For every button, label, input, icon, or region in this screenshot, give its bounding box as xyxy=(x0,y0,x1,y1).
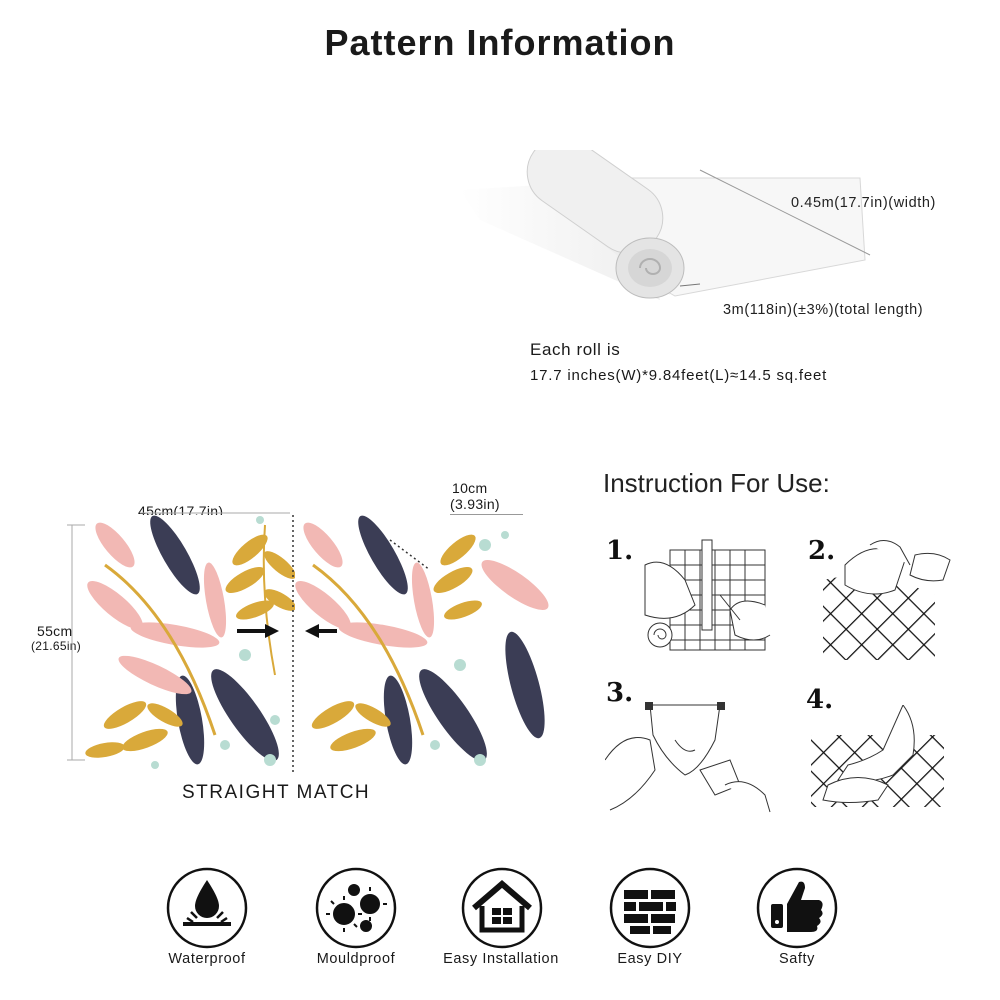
step-4-illustration xyxy=(811,705,944,807)
feature-label-easy-installation: Easy Installation xyxy=(443,951,559,967)
step-4-number: 4. xyxy=(806,685,834,715)
feature-label-easy-diy: Easy DIY xyxy=(617,951,683,967)
pattern-height-label-in: (21.65in) xyxy=(31,639,82,653)
roll-illustration xyxy=(460,150,871,300)
waterproof-icon xyxy=(166,867,248,949)
step-3-number: 3. xyxy=(606,678,634,708)
pattern-sample xyxy=(67,512,549,780)
roll-length-label: 3m(118in)(±3%)(total length) xyxy=(723,302,924,318)
thumbs-up-icon xyxy=(756,867,838,949)
brick-wall-icon xyxy=(609,867,691,949)
step-2-number: 2. xyxy=(808,536,836,566)
roll-info-line1: Each roll is xyxy=(530,340,621,359)
feature-label-safty: Safty xyxy=(778,951,816,967)
step-1-number: 1. xyxy=(606,536,634,566)
match-arrow-right-icon xyxy=(237,624,279,638)
feature-label-mouldproof: Mouldproof xyxy=(316,951,396,967)
roll-info-line2: 17.7 inches(W)*9.84feet(L)≈14.5 sq.feet xyxy=(530,367,828,384)
step-3-illustration xyxy=(605,702,771,813)
roll-width-label: 0.45m(17.7in)(width) xyxy=(791,195,936,211)
match-arrow-left-icon xyxy=(305,624,337,638)
repeat-label-cm: 10cm xyxy=(452,480,488,496)
step-2-illustration xyxy=(823,540,951,660)
step-1-illustration xyxy=(644,539,771,651)
pattern-height-label-cm: 55cm xyxy=(37,623,73,639)
mouldproof-icon xyxy=(315,867,397,949)
house-icon xyxy=(461,867,543,949)
page-title: Pattern Information xyxy=(324,22,676,63)
instructions-title: Instruction For Use: xyxy=(603,468,830,498)
straight-match-label: STRAIGHT MATCH xyxy=(182,782,371,803)
repeat-label-in: (3.93in) xyxy=(450,496,500,512)
feature-label-waterproof: Waterproof xyxy=(168,951,246,967)
